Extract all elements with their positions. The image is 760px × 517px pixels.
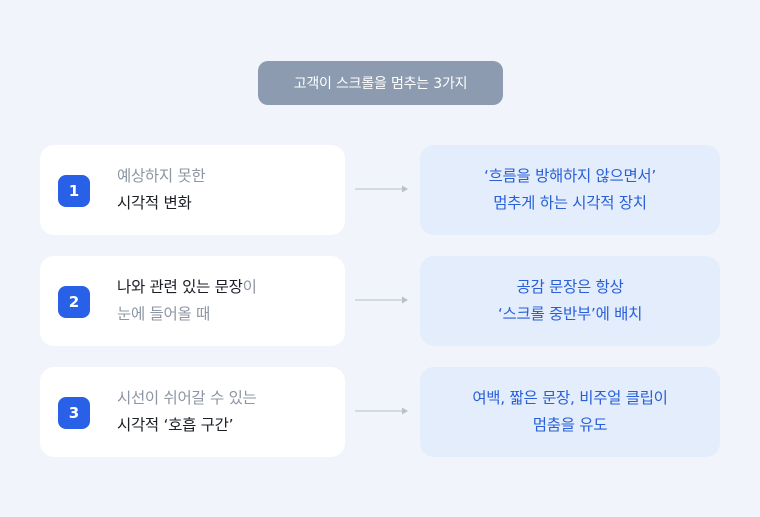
cause-line: 예상하지 못한 [117,163,337,190]
arrow-right-icon [355,407,408,415]
solution-card-1: ‘흐름을 방해하지 않으면서’ 멈추게 하는 시각적 장치 [420,145,720,235]
cause-line: 눈에 들어올 때 [117,301,337,328]
diagram-title: 고객이 스크롤을 멈추는 3가지 [258,61,503,105]
solution-line: ‘스크롤 중반부’에 배치 [497,305,643,323]
cause-text-segment: 시선이 쉬어갈 수 있는 [117,389,257,407]
solution-line: 공감 문장은 항상 [516,278,624,296]
number-badge-3: 3 [58,397,90,429]
solution-card-3: 여백, 짧은 문장, 비주얼 클립이 멈춤을 유도 [420,367,720,457]
number-badge-2: 2 [58,286,90,318]
arrow-right-icon [355,185,408,193]
cause-line: 시각적 ‘호흡 구간’ [117,412,337,439]
solution-line: 여백, 짧은 문장, 비주얼 클립이 [472,389,668,407]
solution-line: 멈춤을 유도 [532,416,608,434]
solution-card-2: 공감 문장은 항상 ‘스크롤 중반부’에 배치 [420,256,720,346]
cause-text-segment: 시각적 ‘호흡 구간’ [117,416,234,434]
cause-line: 시각적 변화 [117,190,337,217]
cause-line: 시선이 쉬어갈 수 있는 [117,385,337,412]
number-badge-1: 1 [58,175,90,207]
cause-text-segment: 예상하지 못한 [117,167,206,185]
arrow-right-icon [355,296,408,304]
cause-text-segment: 나와 관련 있는 문장 [117,278,243,296]
cause-line: 나와 관련 있는 문장이 [117,274,337,301]
cause-text-segment: 이 [242,278,257,296]
cause-text-segment: 시각적 변화 [117,194,192,212]
solution-line: 멈추게 하는 시각적 장치 [493,194,647,212]
solution-line: ‘흐름을 방해하지 않으면서’ [483,167,657,185]
cause-text-segment: 눈에 들어올 때 [117,305,211,323]
